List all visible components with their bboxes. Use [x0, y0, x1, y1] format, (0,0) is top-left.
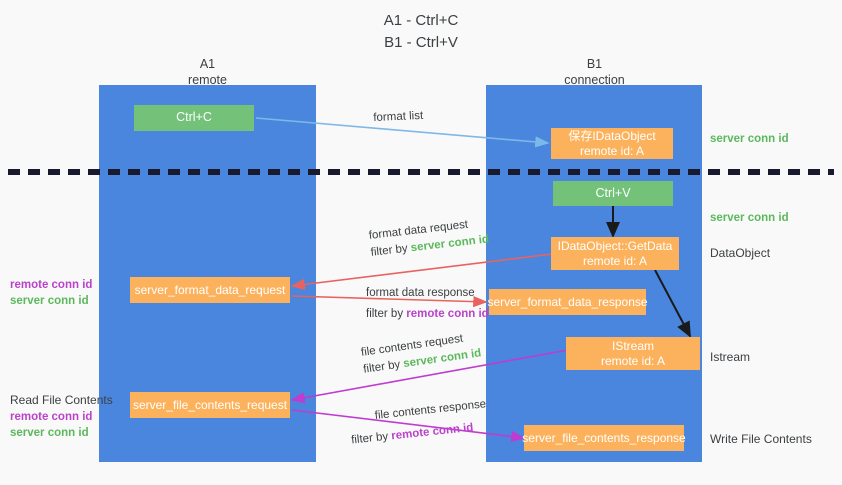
left-label-server-conn-id-1: server conn id [10, 294, 89, 307]
column-a1-sub: remote [188, 72, 227, 87]
box-server-format-data-response[interactable]: server_format_data_response [487, 289, 648, 315]
filter-prefix-1: filter by [370, 242, 412, 260]
box-ctrl-c-label: Ctrl+C [176, 110, 212, 125]
column-a1-name: A1 [199, 57, 216, 71]
filter-value-2: remote conn id [406, 308, 489, 321]
box-ctrl-v[interactable]: Ctrl+V [553, 181, 673, 206]
title-line-1: A1 - Ctrl+C [383, 12, 459, 29]
edge-label-format-data-response-text: format data response [366, 287, 475, 299]
column-b1-sub: connection [564, 72, 625, 87]
box-server-file-contents-response-label: server_file_contents_response [522, 430, 686, 445]
box-save-idataobject[interactable]: 保存IDataObject remote id: A [551, 128, 673, 159]
edge-label-file-contents-request: file contents request filter by server c… [360, 328, 483, 379]
box-server-file-contents-request[interactable]: server_file_contents_request [130, 392, 290, 418]
right-label-dataobject: DataObject [710, 246, 771, 260]
left-label-remote-conn-id-1: remote conn id [10, 279, 93, 291]
edge-label-format-list-text: format list [373, 109, 424, 124]
column-header-a1: A1 remote [119, 57, 296, 88]
edge-label-format-list: format list [373, 108, 424, 127]
column-header-b1: B1 connection [506, 57, 683, 88]
diagram-title: A1 - Ctrl+C B1 - Ctrl+V [0, 10, 842, 54]
box-istream-line2: remote id: A [600, 353, 666, 368]
box-istream-line1: IStream [611, 338, 654, 353]
left-label-group-file: Read File Contents remote conn id server… [10, 392, 113, 441]
filter-prefix-2: filter by [366, 308, 407, 321]
box-idataobject-getdata-line1: IDataObject::GetData [557, 238, 673, 253]
left-label-group-format: remote conn id server conn id [10, 278, 92, 309]
box-server-file-contents-request-label: server_file_contents_request [132, 397, 288, 412]
box-ctrl-c[interactable]: Ctrl+C [134, 105, 254, 131]
filter-value-4: remote conn id [390, 422, 474, 443]
edge-label-format-data-response: format data response filter by remote co… [366, 285, 489, 324]
right-label-server-conn-id-top: server conn id [710, 133, 789, 145]
box-idataobject-getdata[interactable]: IDataObject::GetData remote id: A [551, 237, 679, 270]
box-server-format-data-request-label: server_format_data_request [134, 282, 286, 297]
box-ctrl-v-label: Ctrl+V [595, 185, 631, 200]
right-label-write-file-contents: Write File Contents [710, 432, 812, 446]
box-save-idataobject-line2: remote id: A [579, 143, 645, 158]
edge-label-format-data-request: format data request filter by server con… [368, 215, 490, 263]
box-idataobject-getdata-line2: remote id: A [582, 253, 648, 268]
box-server-file-contents-response[interactable]: server_file_contents_response [522, 425, 686, 451]
left-label-server-conn-id-2: server conn id [10, 426, 89, 439]
filter-prefix-3: filter by [362, 358, 405, 376]
edge-filter-format-data-response: filter by remote conn id [366, 306, 489, 323]
column-b1-name: B1 [586, 57, 603, 71]
left-label-read-file-contents: Read File Contents [10, 393, 113, 407]
right-label-server-conn-id-mid: server conn id [710, 212, 789, 224]
edge-label-file-contents-response: file contents response filter by remote … [351, 396, 489, 447]
box-server-format-data-response-label: server_format_data_response [487, 294, 648, 309]
box-server-format-data-request[interactable]: server_format_data_request [130, 277, 290, 303]
left-label-remote-conn-id-2: remote conn id [10, 411, 93, 424]
title-line-2: B1 - Ctrl+V [384, 33, 458, 51]
filter-prefix-4: filter by [350, 430, 392, 447]
edge-filter-file-contents-response: filter by remote conn id [350, 418, 489, 450]
box-istream[interactable]: IStream remote id: A [566, 337, 700, 370]
box-save-idataobject-line1: 保存IDataObject [568, 128, 656, 143]
right-label-istream: Istream [710, 350, 751, 364]
